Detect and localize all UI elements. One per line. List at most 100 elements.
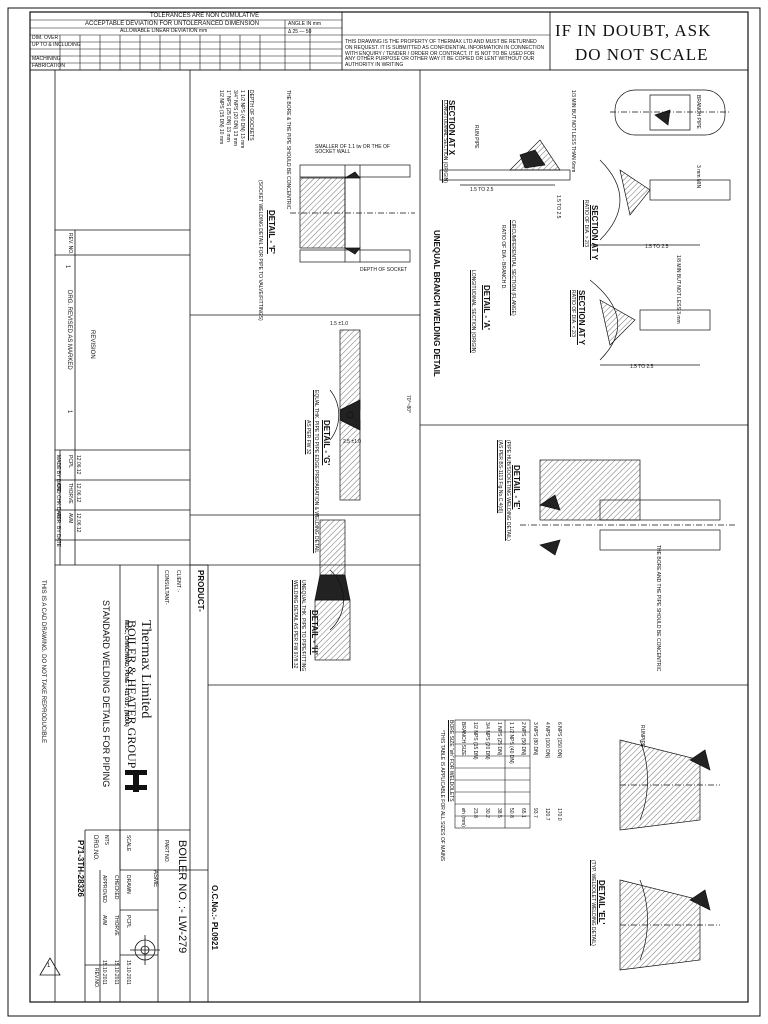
detail-f-title: DETAIL - 'F' bbox=[267, 210, 276, 254]
section-y2-title: SECTION AT Y bbox=[577, 290, 586, 345]
branch-pipe-drawing bbox=[610, 89, 730, 136]
dim-one-third: 1/3 MIN BUT NOT LESS THAN 6mm bbox=[570, 90, 576, 173]
detail-f-sub: (SOCKET WELDING DETAIL FOR PIPE TO VALVE… bbox=[257, 180, 263, 321]
detail-a-title: DETAIL - 'A' bbox=[482, 285, 491, 330]
dim-g2: 2.5 ±1.0 bbox=[343, 439, 362, 445]
depth-of-socket-label: DEPTH OF SOCKET bbox=[360, 267, 408, 273]
depth-sockets-label: DEPTH OF SOCKETS bbox=[248, 90, 254, 141]
client-label: CLIENT :- bbox=[175, 570, 181, 593]
bore-row-8-b: 170.0 bbox=[556, 808, 562, 821]
bore-row-4-b: 50.8 bbox=[508, 808, 514, 818]
appr-by: AVM bbox=[67, 513, 73, 524]
run-pipe-label: RUN PIPE bbox=[473, 125, 479, 149]
socket-row-3: 1" NPS (25 DN) 13 mm bbox=[225, 90, 231, 142]
cad-by: THORVE bbox=[67, 483, 73, 504]
approved-label: APPROVED bbox=[101, 875, 107, 903]
checked-by: THORVE bbox=[113, 915, 119, 936]
dim-d4: 1.5 TO 2.5 bbox=[555, 195, 561, 219]
circumferential-label: CIRCUMFERENTIAL SECTION (FLANGE) bbox=[510, 220, 516, 316]
drawing-number: P71-3TH-28326 bbox=[76, 840, 85, 897]
rev-no-label: REV.NO. bbox=[93, 968, 99, 989]
bore-row-2-a: 3/4 NPS (20 DN) bbox=[484, 722, 490, 760]
bore-row-3-a: 1 NPS (25 DN) bbox=[496, 722, 502, 756]
detail-e-drawing bbox=[520, 459, 735, 556]
warning-line-1: IF IN DOUBT, ASK bbox=[555, 21, 712, 40]
detail-h-sub: UNEQUAL THK. PIPE TO PIPE/FITTING bbox=[300, 580, 306, 672]
bore-row-7-b: 120.7 bbox=[544, 808, 550, 821]
section-y1-title: SECTION AT Y bbox=[590, 205, 599, 260]
angle-header: ANGLE IN mm bbox=[288, 21, 322, 27]
bore-row-1-a: 1/2 NPS (15 DN) bbox=[472, 722, 478, 760]
flatness-label: Δ 25 — 50 bbox=[288, 29, 312, 35]
bore-row-7-a: 4 NPS (100 DN) bbox=[544, 722, 550, 759]
bore-size-table-lines bbox=[454, 719, 531, 829]
boiler-no: BOILER NO. :- LW-279 bbox=[176, 840, 188, 954]
dim-three-mm: 3 mm MIN bbox=[695, 165, 701, 189]
rev-label: REV. NO. bbox=[67, 233, 73, 255]
dim-one-eighth: 1/8 MIN BUT NOT LESS 3 mm bbox=[675, 255, 681, 324]
bore-row-1-b: 23.8 bbox=[472, 808, 478, 818]
fabrication-label: FABRICATION bbox=[32, 63, 65, 69]
drawn-date: 15.10.2011 bbox=[125, 960, 131, 985]
nts-label: NTS bbox=[103, 835, 109, 845]
detail-el-title: DETAIL 'EL' bbox=[597, 880, 606, 925]
drawn-by: PCPL bbox=[125, 915, 131, 929]
bore-row-2-b: 30.2 bbox=[484, 808, 490, 818]
section-y-drawings bbox=[589, 159, 731, 366]
consultant-label: CONSULTANT- bbox=[163, 570, 169, 605]
dim-d2: 1.5 TO 2.5 bbox=[645, 244, 669, 250]
appr-date: 12.06.12 bbox=[75, 513, 81, 533]
section-y1-sub: RATIO OF DIA. > 2/3 bbox=[583, 200, 589, 248]
bore-row-0-b: øh (mm) bbox=[460, 808, 466, 827]
product-label: PRODUCT- bbox=[196, 570, 205, 612]
socket-row-4: 1/2 NPS (15 DN) 10 mm bbox=[218, 90, 224, 145]
company-address: MIDC, CHINCHWAD, PUNE - 411 019 , (INDIA… bbox=[123, 620, 129, 727]
made-date: 12.06.12 bbox=[75, 455, 81, 475]
made-by: PCPL bbox=[67, 455, 73, 469]
detail-g-drawing bbox=[329, 329, 361, 501]
warning-line-2: DO NOT SCALE bbox=[575, 45, 709, 64]
tolerance-subtitle: ACCEPTABLE DEVIATION FOR UNTOLERANCED DI… bbox=[85, 21, 260, 27]
revision-text: DRG. REVISED AS MARKED bbox=[66, 290, 72, 370]
drawing-title: STANDARD WELDING DETAILS FOR PIPING bbox=[101, 600, 111, 788]
dim-d1: 1.5 TO 2.5 bbox=[470, 187, 494, 193]
rev-no: 1 bbox=[64, 265, 70, 269]
oc-number: O.C.No.:- PL0921 bbox=[210, 885, 219, 950]
checked-label: CHECKED bbox=[113, 875, 119, 900]
detail-a-sub: LONGITUDINAL SECTION (ORIGIN) bbox=[470, 270, 476, 353]
drawn-label: DRAWN bbox=[125, 875, 131, 894]
detail-g-title: DETAIL - 'G' bbox=[322, 420, 331, 466]
tolerance-table-lines bbox=[29, 11, 343, 71]
dim-angle: 70°~80° bbox=[405, 395, 411, 414]
projection-symbol bbox=[130, 935, 160, 965]
socket-row-2: 3/4" NPS (20 DN) 13 mm bbox=[232, 90, 238, 146]
left-panel-lines bbox=[30, 69, 748, 1002]
bore-row-5-b: 65.1 bbox=[520, 808, 526, 818]
drg-no-label: DRG.NO. bbox=[92, 835, 98, 861]
runpipe-2-label: RUNPIPE bbox=[639, 725, 645, 748]
cad-note: THIS IS A CAD DRAWING. DO NOT TAKE REPRO… bbox=[40, 580, 46, 744]
bore-row-8-a: 6 NPS (150 DN) bbox=[556, 722, 562, 759]
detail-e-sub2: (AS PER BS-1113 Fig No.C.4(d)) bbox=[497, 440, 503, 514]
part-no-label: PART NO. bbox=[163, 840, 169, 864]
bore-row-6-a: 3 NPS (80 DN) bbox=[532, 722, 538, 756]
detail-e-sub: (PIPE HUB/SOCKETING WELDING DETAIL) bbox=[505, 440, 511, 541]
machining-label: MACHINING bbox=[32, 56, 61, 62]
asme-label: ASME bbox=[152, 870, 158, 888]
checked-date: 15.10.2011 bbox=[113, 960, 119, 985]
title-rev-no: 1 bbox=[47, 963, 51, 969]
scale-label: SCALE bbox=[125, 835, 131, 852]
property-notice: THIS DRAWING IS THE PROPERTY OF THERMAX … bbox=[345, 39, 545, 68]
dim-g1: 1.5 ±1.0 bbox=[330, 321, 349, 327]
approved-by: AVM bbox=[101, 915, 107, 926]
revision-label: REVISION bbox=[89, 330, 95, 359]
detail-g-sub2: AS PER FW 32 bbox=[305, 420, 311, 455]
bore-row-5-a: 2 NPS (50 DN) bbox=[520, 722, 526, 756]
bore-row-4-a: 1 1/2 NPS (40 DN) bbox=[508, 722, 514, 764]
section-x-drawing bbox=[439, 139, 571, 186]
company-name: Thermax Limited bbox=[138, 620, 153, 719]
detail-el-drawing bbox=[619, 739, 720, 971]
bore-row-3-b: 38.5 bbox=[496, 808, 502, 818]
bore-concentric-2-label: THE BORE AND THE PIPE SHOULD BE CONCENTR… bbox=[655, 545, 661, 672]
